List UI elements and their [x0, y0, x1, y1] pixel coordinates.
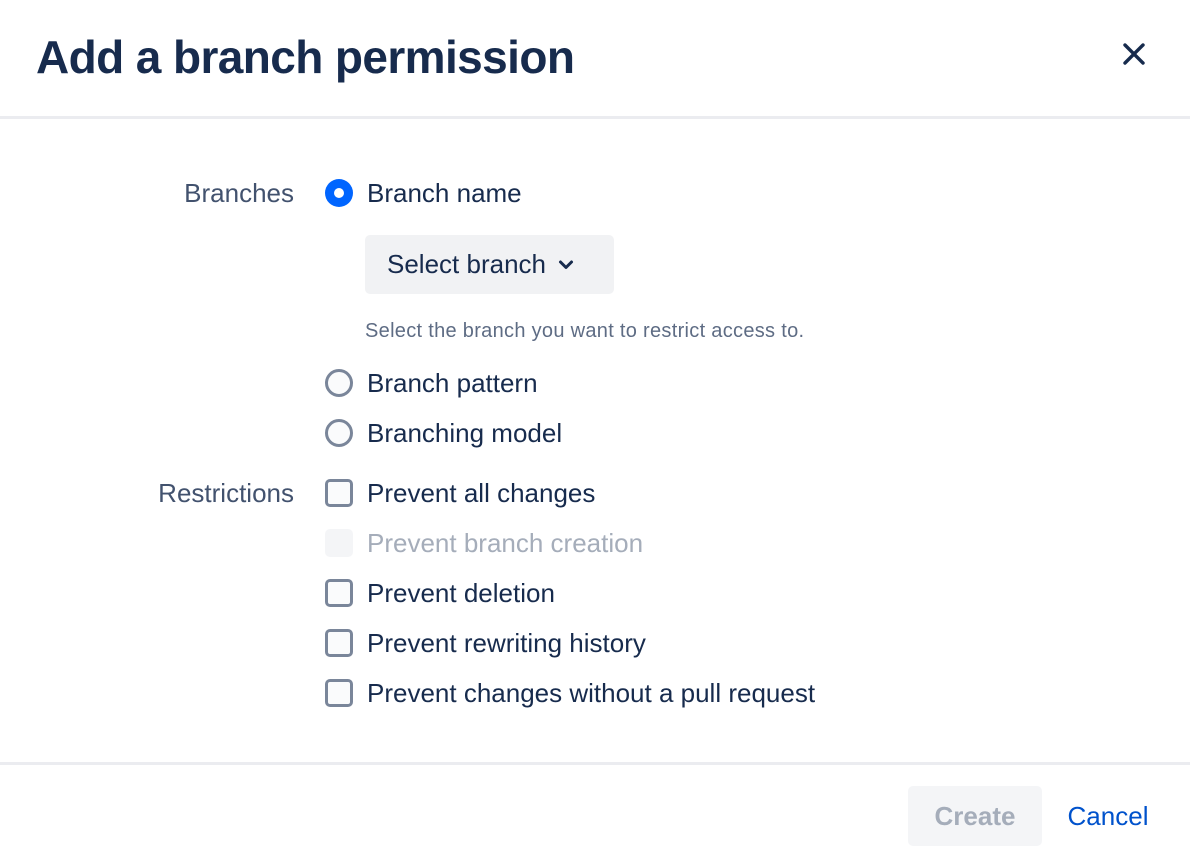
radio-branch-name[interactable]: Branch name [325, 177, 522, 209]
checkbox-label: Prevent all changes [367, 478, 596, 508]
checkbox-prevent-deletion[interactable]: Prevent deletion [325, 577, 555, 609]
branches-label: Branches [184, 178, 294, 208]
checkbox[interactable] [325, 479, 353, 507]
restrictions-label: Restrictions [158, 478, 294, 508]
checkbox-label: Prevent changes without a pull request [367, 678, 816, 708]
close-icon [1123, 43, 1145, 65]
checkbox-prevent-all-changes[interactable]: Prevent all changes [325, 477, 595, 509]
checkbox-prevent-changes-without-pr[interactable]: Prevent changes without a pull request [325, 677, 815, 709]
checkbox[interactable] [325, 579, 353, 607]
footer-divider [0, 762, 1190, 765]
checkbox-prevent-rewriting-history[interactable]: Prevent rewriting history [325, 627, 646, 659]
select-branch-label: Select branch [387, 249, 546, 279]
radio-branch-pattern[interactable]: Branch pattern [325, 367, 538, 399]
radio-button[interactable] [325, 419, 353, 447]
radio-label: Branch name [367, 178, 522, 208]
select-branch-dropdown[interactable]: Select branch [365, 235, 614, 294]
cancel-button[interactable]: Cancel [1067, 800, 1149, 831]
checkbox-label: Prevent rewriting history [367, 628, 646, 658]
chevron-down-icon [558, 259, 574, 271]
dialog-title: Add a branch permission [36, 31, 575, 83]
radio-button[interactable] [325, 369, 353, 397]
radio-label: Branch pattern [367, 368, 538, 398]
radio-label: Branching model [367, 418, 563, 448]
checkbox-label: Prevent deletion [367, 578, 555, 608]
select-branch-helper-text: Select the branch you want to restrict a… [365, 320, 805, 342]
radio-branching-model[interactable]: Branching model [325, 417, 562, 449]
checkbox-prevent-branch-creation: Prevent branch creation [325, 527, 643, 559]
dialog-header: Add a branch permission [0, 0, 1190, 116]
checkbox[interactable] [325, 629, 353, 657]
checkbox [325, 529, 353, 557]
checkbox-label: Prevent branch creation [367, 528, 644, 558]
close-button[interactable] [1114, 34, 1154, 74]
header-divider [0, 116, 1190, 119]
radio-button[interactable] [325, 179, 353, 207]
create-button[interactable]: Create [908, 786, 1042, 846]
checkbox[interactable] [325, 679, 353, 707]
